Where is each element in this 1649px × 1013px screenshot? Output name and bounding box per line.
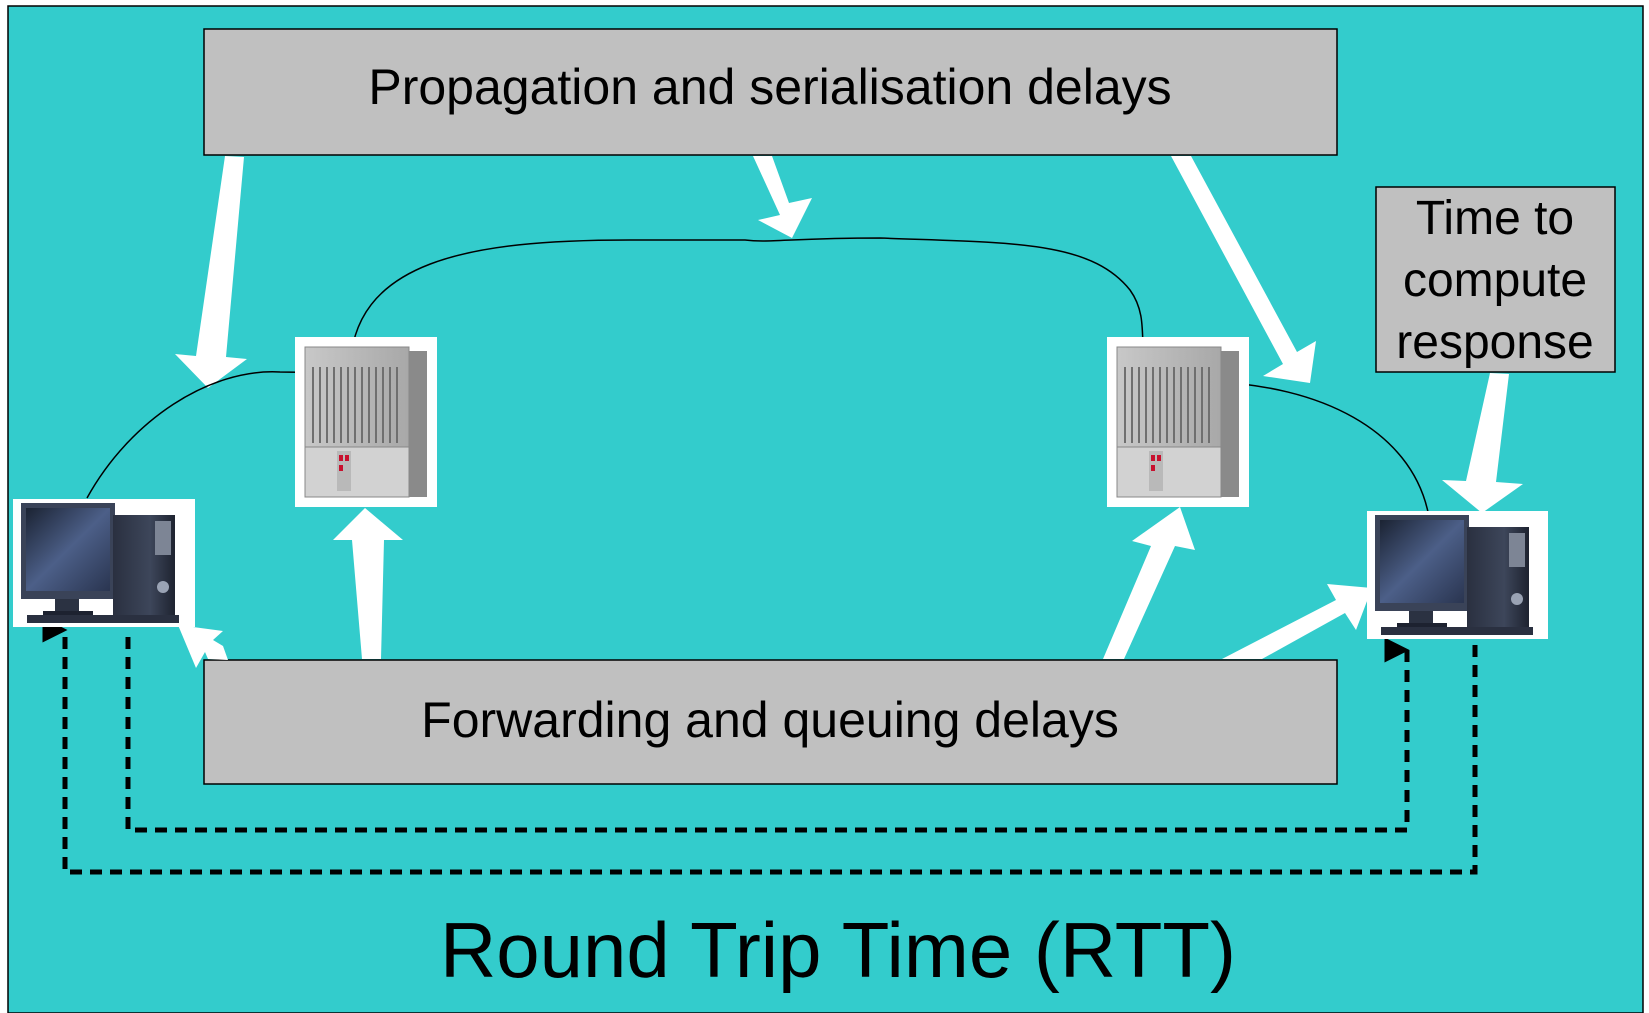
arrow-bottom-to-right-host xyxy=(1222,584,1372,659)
compute-label-line3: response xyxy=(1396,316,1593,369)
arrow-top-to-left-link xyxy=(175,156,247,388)
forwarding-label: Forwarding and queuing delays xyxy=(421,692,1119,748)
arrow-compute-to-right-host xyxy=(1442,373,1523,513)
desktop-computer-icon xyxy=(13,499,195,627)
desktop-computer-icon xyxy=(1367,511,1548,639)
compute-box: Time to compute response xyxy=(1375,186,1616,373)
router-chassis-icon xyxy=(1107,337,1249,507)
compute-label-line1: Time to xyxy=(1416,192,1574,245)
diagram-title: Round Trip Time (RTT) xyxy=(440,906,1236,994)
arrow-bottom-to-right-router xyxy=(1103,507,1195,659)
compute-label-line2: compute xyxy=(1403,254,1587,307)
arrow-top-to-middle-link xyxy=(753,156,812,238)
propagation-label: Propagation and serialisation delays xyxy=(368,59,1171,115)
propagation-box: Propagation and serialisation delays xyxy=(203,28,1338,156)
arrow-bottom-to-left-host xyxy=(178,625,228,668)
response-path-dashed xyxy=(125,637,1410,833)
arrow-bottom-to-left-router xyxy=(333,508,403,659)
router-chassis-icon xyxy=(295,337,437,507)
slide-panel xyxy=(7,5,1644,1013)
arrow-top-to-right-link xyxy=(1171,156,1316,383)
forwarding-box: Forwarding and queuing delays xyxy=(203,659,1338,785)
request-path-dashed xyxy=(42,617,1478,875)
